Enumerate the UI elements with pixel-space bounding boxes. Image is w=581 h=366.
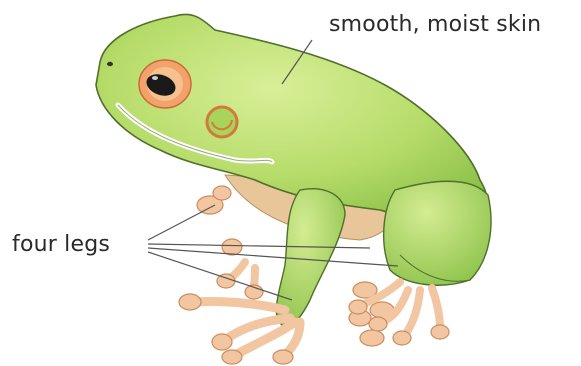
label-four-legs: four legs bbox=[12, 232, 110, 257]
pointer-leg-4 bbox=[148, 252, 292, 300]
upper-front-toes bbox=[217, 239, 263, 299]
eye bbox=[139, 60, 191, 108]
back-leg bbox=[384, 181, 491, 285]
pointer-leg-3 bbox=[148, 248, 398, 266]
nostril bbox=[107, 62, 113, 66]
pointer-leg-1 bbox=[148, 205, 215, 240]
label-smooth-moist-skin: smooth, moist skin bbox=[329, 12, 541, 37]
eardrum bbox=[207, 107, 237, 137]
